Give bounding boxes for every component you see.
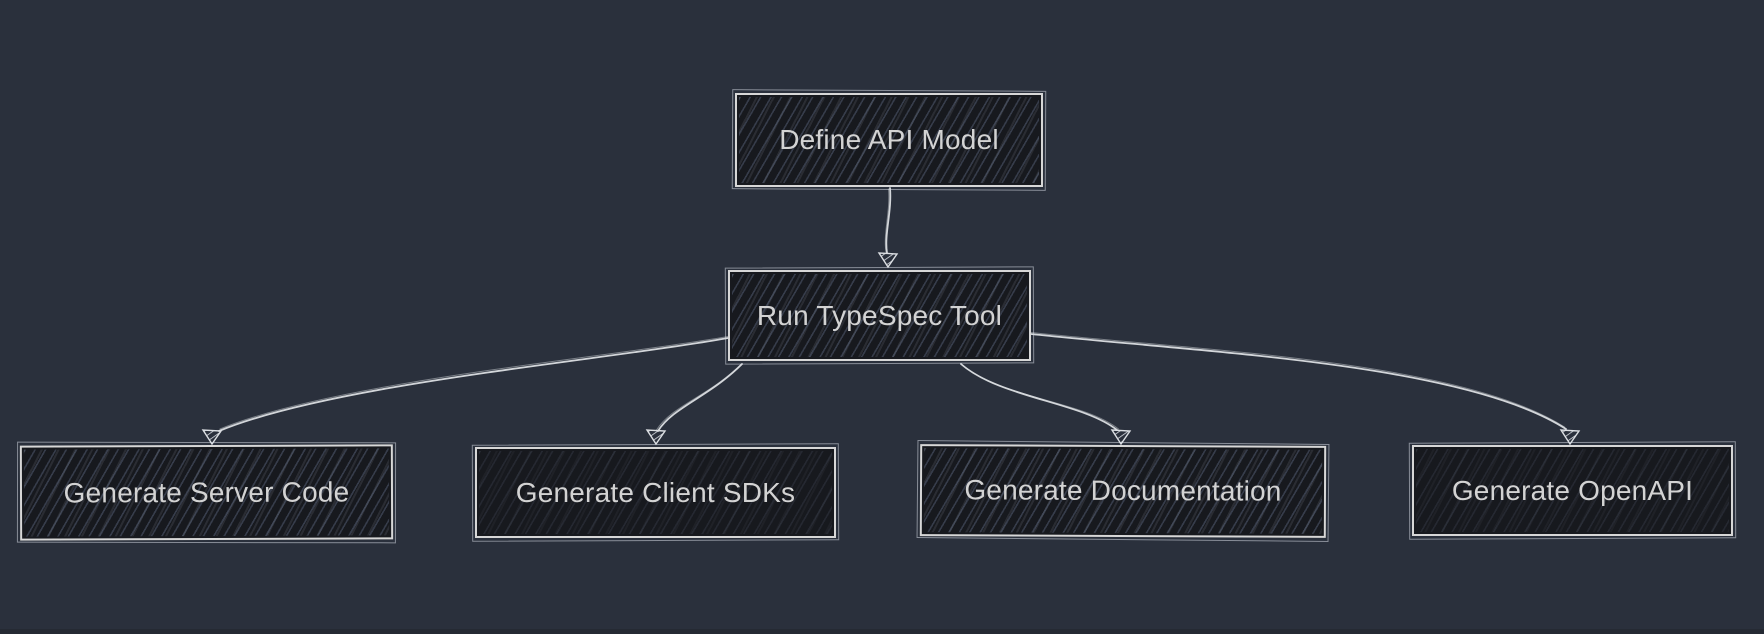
node-run-typespec-tool: Run TypeSpec Tool bbox=[728, 270, 1031, 361]
edge-define-to-run-sketch bbox=[884, 188, 890, 253]
node-label: Run TypeSpec Tool bbox=[756, 299, 1003, 331]
edge-run-to-client-sdks bbox=[657, 363, 743, 432]
node-label: Generate OpenAPI bbox=[1451, 474, 1694, 506]
arrowhead-icon bbox=[201, 429, 223, 446]
node-generate-documentation: Generate Documentation bbox=[919, 444, 1327, 538]
node-label: Define API Model bbox=[779, 124, 999, 155]
arrowhead-icon bbox=[877, 252, 899, 269]
node-generate-client-sdks: Generate Client SDKs bbox=[475, 447, 836, 538]
edge-run-to-server-code-sketch bbox=[219, 336, 729, 430]
edge-define-to-run bbox=[885, 187, 892, 254]
edge-run-to-openapi bbox=[1030, 333, 1567, 430]
node-label: Generate Server Code bbox=[63, 476, 350, 508]
edge-run-to-client-sdks-sketch bbox=[656, 364, 741, 431]
node-generate-server-code: Generate Server Code bbox=[19, 444, 394, 541]
node-label: Generate Client SDKs bbox=[515, 476, 796, 508]
bottom-edge-bar bbox=[0, 629, 1764, 634]
node-define-api-model: Define API Model bbox=[735, 93, 1043, 187]
arrowhead-icon bbox=[1559, 429, 1581, 446]
node-label: Generate Documentation bbox=[964, 474, 1282, 507]
edge-run-to-openapi-sketch bbox=[1030, 332, 1565, 428]
edge-run-to-documentation bbox=[960, 363, 1118, 431]
arrowhead-icon bbox=[1110, 429, 1132, 446]
arrowhead-icon bbox=[645, 429, 667, 446]
edge-run-to-documentation-sketch bbox=[962, 364, 1119, 430]
node-generate-openapi: Generate OpenAPI bbox=[1412, 445, 1733, 536]
edge-run-to-server-code bbox=[218, 337, 729, 432]
